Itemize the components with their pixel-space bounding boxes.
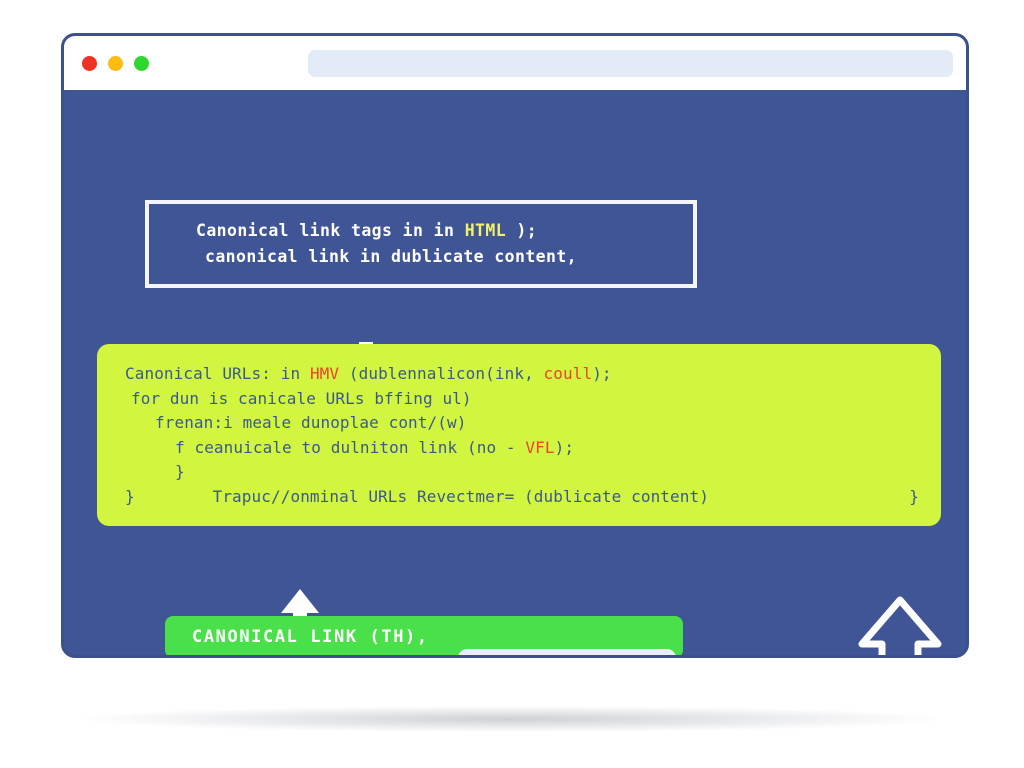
header-line-1: Canonical link tags in in HTML ); bbox=[196, 218, 693, 244]
address-bar-input[interactable] bbox=[308, 50, 953, 77]
maximize-dot-icon[interactable] bbox=[134, 55, 149, 71]
header-line-2: canonical link in dublicate content, bbox=[205, 247, 578, 266]
code-line: f ceanuicale to dulniton link (no - VFL)… bbox=[97, 436, 941, 461]
code-closing-brace: } bbox=[909, 486, 919, 506]
code-line: } } Trapuc//onminal URLs Revectmer= (dubl… bbox=[97, 485, 941, 510]
code-line: Canonical URLs: in HMV (dublennalicon(in… bbox=[97, 362, 941, 387]
header-line-1-post: ); bbox=[506, 221, 538, 240]
browser-window: Canonical link tags in in HTML ); canoni… bbox=[61, 33, 969, 658]
title-bar bbox=[64, 36, 966, 90]
window-body: Canonical link tags in in HTML ); canoni… bbox=[64, 90, 966, 655]
code-line: } bbox=[97, 460, 941, 485]
code-seg-accent: HMV bbox=[309, 364, 340, 383]
traffic-light-group bbox=[82, 55, 149, 71]
code-seg: frenan:i meale dunoplae cont/(w) bbox=[155, 413, 467, 432]
code-seg: (dublennalicon(ink, bbox=[339, 364, 544, 383]
header-callout-box: Canonical link tags in in HTML ); canoni… bbox=[145, 200, 697, 288]
arrow-up-outline-icon bbox=[858, 596, 942, 655]
code-panel: Canonical URLs: in HMV (dublennalicon(in… bbox=[97, 344, 941, 526]
code-line: frenan:i meale dunoplae cont/(w) bbox=[97, 411, 941, 436]
minimize-dot-icon[interactable] bbox=[108, 55, 123, 71]
window-drop-shadow bbox=[80, 706, 940, 732]
code-seg: } bbox=[175, 462, 185, 481]
code-seg-accent: VFL bbox=[525, 437, 555, 457]
code-seg: ); bbox=[592, 364, 612, 383]
code-seg-accent: coull bbox=[543, 364, 593, 383]
bottom-placeholder-card bbox=[458, 649, 676, 655]
code-seg: ); bbox=[554, 437, 575, 457]
code-seg: } Trapuc//onminal URLs Revectmer= (dubli… bbox=[125, 486, 709, 506]
code-seg: f ceanuicale to dulniton link (no - bbox=[175, 437, 526, 457]
header-line-1-highlight: HTML bbox=[464, 221, 507, 240]
code-seg: Canonical URLs: in bbox=[125, 364, 310, 383]
code-seg: for dun is canicale URLs bffing ul) bbox=[131, 388, 472, 408]
code-line: for dun is canicale URLs bffing ul) bbox=[97, 387, 941, 412]
header-line-1-pre: Canonical link tags in in bbox=[196, 221, 465, 240]
canonical-link-button[interactable]: CANONICAL LINK (TH), bbox=[165, 616, 683, 655]
close-dot-icon[interactable] bbox=[82, 55, 97, 71]
